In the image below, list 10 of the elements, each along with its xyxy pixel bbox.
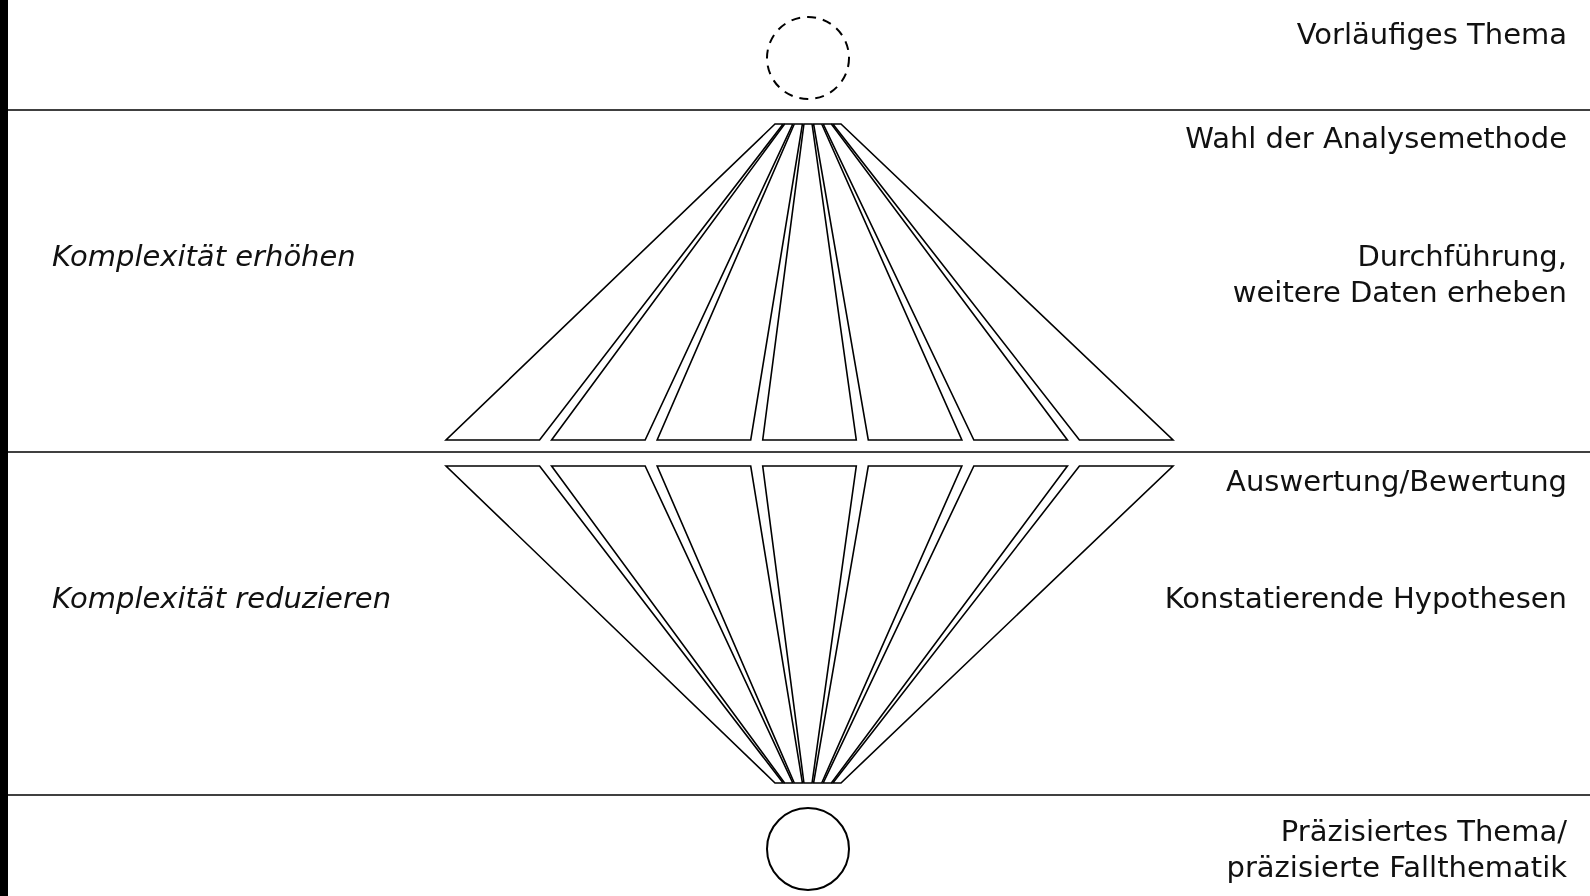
side-note: Komplexität erhöhen — [52, 238, 356, 274]
side-note: Komplexität reduzieren — [52, 580, 392, 616]
stage-label: Präzisiertes Thema/ präzisierte Fallthematik — [1225, 813, 1567, 885]
dashed-circle — [766, 16, 850, 100]
stage-label: Wahl der Analysemethode — [1185, 120, 1567, 156]
stage-label: Konstatierende Hypothesen — [1164, 580, 1567, 616]
stage-label: Vorläufiges Thema — [1296, 16, 1567, 52]
stage-label: Durchführung, weitere Daten erheben — [1232, 238, 1567, 310]
circle — [766, 807, 850, 891]
stage-label: Auswertung/Bewertung — [1226, 463, 1567, 499]
